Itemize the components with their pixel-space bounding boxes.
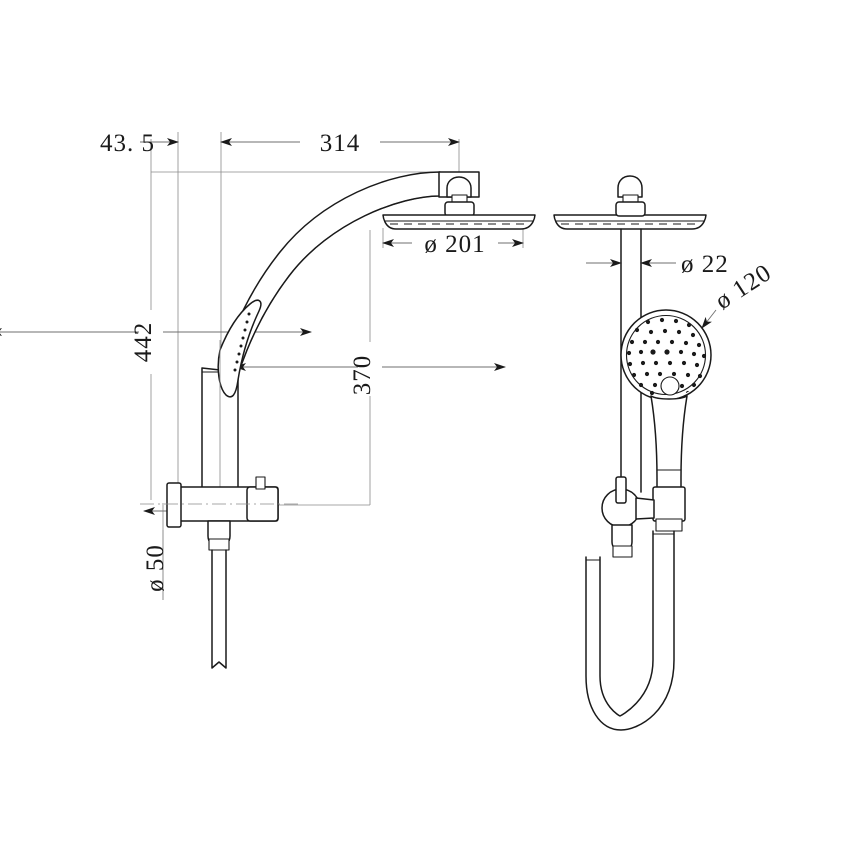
dimension-314-label: 314 <box>320 130 361 157</box>
dimension-43-5: 43. 5 <box>100 130 179 157</box>
rain-shower-head-side <box>382 214 536 230</box>
slide-bracket-front <box>601 476 655 558</box>
dimension-314: 314 <box>220 130 460 157</box>
dimension-370-label: 370 <box>349 355 376 396</box>
dimension-43-5-label: 43. 5 <box>100 130 155 157</box>
dimension-dia-201: ø 201 <box>382 230 524 258</box>
dimension-dia-22: ø 22 <box>586 251 729 278</box>
hose-loop-front <box>585 530 675 731</box>
handset-handle-front <box>650 395 688 532</box>
diverter-body-side <box>140 476 300 551</box>
rain-shower-head-front <box>553 175 707 230</box>
hose-side <box>211 549 227 669</box>
handset-spray-holes <box>626 317 707 396</box>
side-view-group: 43. 5 314 442 370 ø 201 ø 5 <box>0 130 536 669</box>
dimension-dia-22-label: ø 22 <box>681 251 729 278</box>
dimension-dia-50: ø 50 <box>142 507 183 592</box>
dimension-442-label: 442 <box>130 322 157 363</box>
dimension-dia-201-label: ø 201 <box>424 231 485 258</box>
dimension-442: 442 <box>0 310 312 374</box>
dimension-370: 370 <box>234 342 506 396</box>
handset-face-front <box>620 309 712 401</box>
handset-side-nozzles <box>233 312 251 372</box>
arm-top-fitting <box>438 171 480 217</box>
dimension-dia-50-label: ø 50 <box>142 544 169 592</box>
